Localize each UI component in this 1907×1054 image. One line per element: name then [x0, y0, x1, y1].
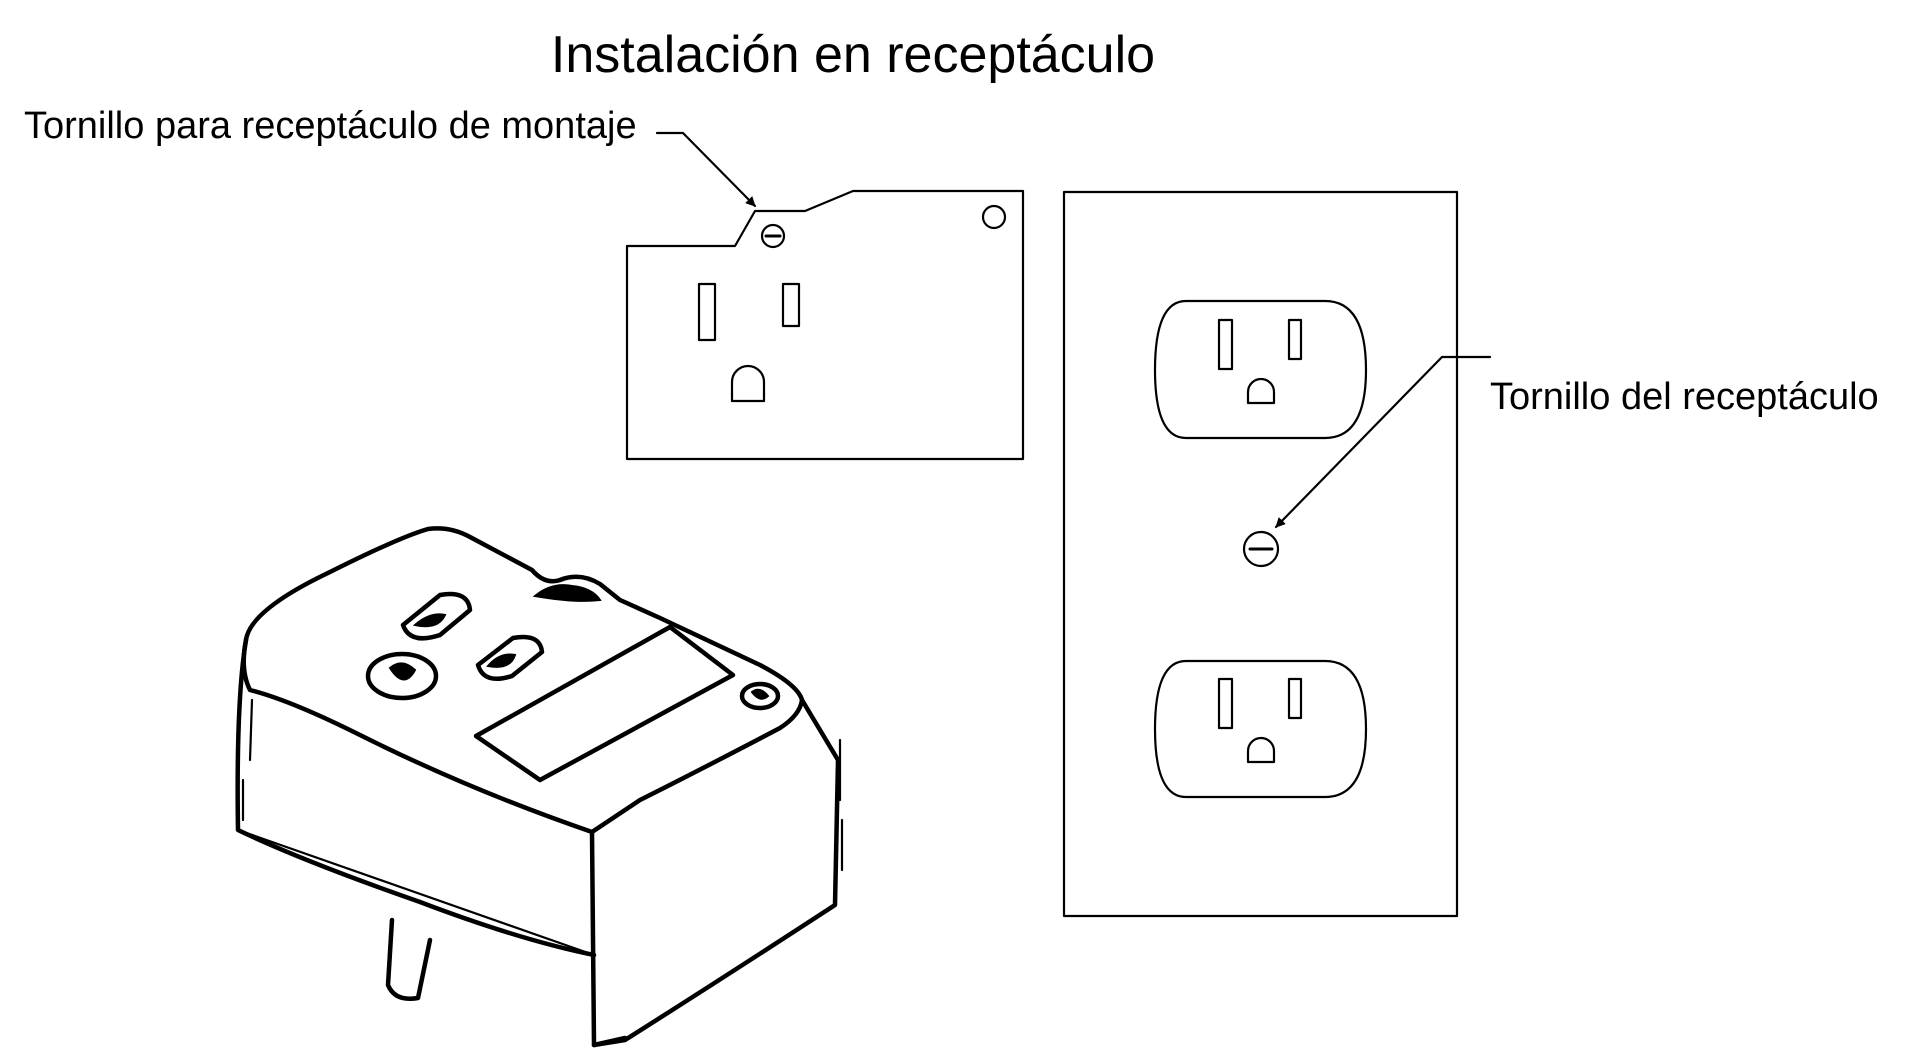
top-face-outline — [241, 526, 805, 835]
left-face-edge — [236, 828, 596, 957]
lower-outlet-ground — [1246, 736, 1276, 764]
lower-outlet-slot-right — [1287, 677, 1303, 720]
surge-protector-front-view — [625, 189, 1025, 461]
front-view-outline — [625, 189, 1025, 461]
left-face-sketch-1 — [248, 698, 254, 762]
sketch-slot-lower-shade — [486, 653, 517, 668]
sketch-mounting-screw-shade — [750, 688, 770, 700]
left-face-outline — [235, 637, 597, 958]
lower-outlet-slot-left — [1217, 677, 1234, 730]
front-view-ground-hole — [730, 364, 766, 403]
surge-protector-sketch — [235, 526, 844, 1048]
upper-outlet-slot-right — [1287, 318, 1303, 361]
right-face-outline — [589, 697, 841, 1048]
upper-outlet-face — [1153, 299, 1368, 440]
mounting-screw-leader — [655, 131, 757, 208]
sketch-label-window — [473, 624, 736, 783]
diagram-title: Instalación en receptáculo — [551, 26, 1155, 84]
sketch-slot-lower — [475, 634, 545, 681]
wall-plate-outline — [1062, 190, 1459, 918]
sketch-ground-hole-shade — [388, 662, 417, 681]
mounting-screw-label: Tornillo para receptáculo de montaje — [24, 105, 637, 147]
bottom-edge — [591, 1035, 628, 1048]
receptacle-screw-label: Tornillo del receptáculo — [1490, 376, 1879, 418]
top-face-notch — [532, 584, 602, 602]
sketch-mounting-screw — [739, 681, 781, 711]
receptacle-screw-icon — [1242, 530, 1280, 568]
front-view-slot-right — [781, 282, 801, 328]
plug-prong — [385, 917, 433, 1001]
wall-plate — [1062, 190, 1459, 918]
lower-outlet — [1153, 659, 1368, 799]
sketch-ground-hole — [365, 651, 439, 701]
front-view-slot-left — [697, 282, 717, 342]
sketch-slot-upper-shade — [412, 613, 447, 628]
lower-outlet-face — [1153, 659, 1368, 799]
receptacle-screw-leader — [1274, 355, 1492, 529]
mounting-screw-icon — [760, 223, 786, 249]
upper-outlet-slot-left — [1217, 318, 1234, 371]
mounting-hole-icon — [981, 204, 1007, 230]
upper-outlet-ground — [1246, 377, 1276, 405]
upper-outlet — [1153, 299, 1368, 440]
sketch-slot-upper — [400, 591, 473, 641]
